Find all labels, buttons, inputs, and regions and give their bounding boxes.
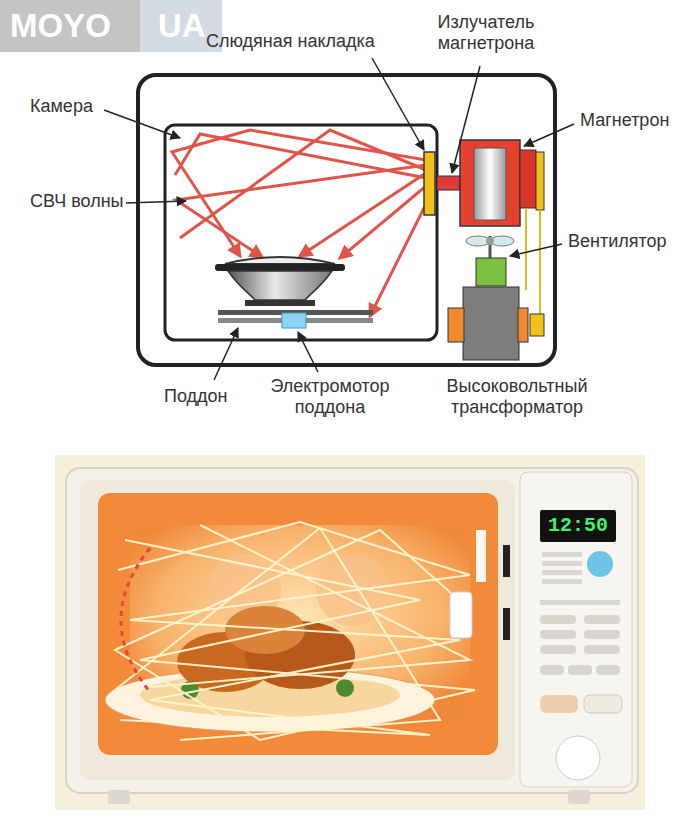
latch-slot (503, 545, 510, 577)
button-row (540, 600, 620, 605)
ray (176, 165, 426, 257)
microwave-schematic (138, 75, 555, 365)
dish-bowl (228, 271, 332, 300)
watermark-band (0, 0, 140, 52)
dish-base (245, 300, 315, 306)
wave-paths (115, 522, 475, 740)
tray (218, 310, 373, 328)
button-row (542, 570, 582, 575)
magnetron (460, 140, 544, 226)
dish-rim (215, 264, 345, 271)
tray-motor (282, 313, 306, 328)
ray (172, 130, 426, 256)
fan (466, 236, 514, 286)
leader-line (452, 66, 480, 173)
buttons (540, 552, 620, 675)
display-time: 12:50 (540, 510, 616, 542)
leader-lines (104, 58, 574, 380)
wave-path (115, 525, 470, 740)
transformer-coil (448, 308, 464, 342)
leader-line (372, 58, 424, 150)
part-name: Вентилятор (568, 231, 667, 252)
magnetron-core (474, 148, 506, 220)
door-hinge (450, 592, 472, 638)
part-name: Камера (30, 96, 93, 117)
part-name: Магнетрон (580, 110, 669, 131)
leader-line (214, 328, 238, 380)
leader-line (126, 201, 186, 203)
button (584, 645, 620, 654)
button (584, 695, 622, 713)
button-row (542, 579, 582, 584)
microwave-rays (172, 130, 428, 316)
oven-door (80, 480, 515, 780)
microwave-photo (55, 455, 645, 810)
button (540, 695, 578, 713)
magnetron-terminal (536, 152, 544, 210)
button (584, 630, 620, 639)
latch-slot (503, 608, 510, 640)
watermark (0, 0, 222, 52)
ray (175, 134, 426, 178)
transformer-coil (518, 308, 528, 342)
button (540, 630, 576, 639)
leader-line (104, 110, 180, 138)
magnetron-body (460, 140, 520, 226)
fan-hub (486, 237, 494, 245)
capacitor (530, 314, 544, 336)
part-name: Электромотор поддона (256, 376, 404, 417)
button (540, 665, 564, 675)
fan-motor (476, 258, 506, 286)
wire (525, 208, 527, 290)
dial (556, 736, 600, 780)
display (540, 510, 616, 542)
oven-foot (108, 790, 130, 804)
transformer (448, 287, 544, 360)
start-button (587, 551, 613, 577)
oven-body (66, 468, 638, 793)
greens (336, 679, 354, 697)
wires (526, 208, 540, 316)
control-panel (520, 472, 632, 787)
watermark: MOYO (10, 7, 111, 45)
button (540, 615, 576, 624)
transformer-core (463, 287, 519, 360)
leader-line (298, 332, 318, 372)
part-name: Слюдяная накладка (206, 31, 375, 52)
housing (138, 75, 555, 365)
chamber (165, 125, 437, 340)
photo-ground (55, 455, 645, 810)
door-glint (476, 530, 486, 582)
magnetron-antenna (437, 176, 460, 190)
oven-foot (568, 790, 590, 804)
ray (180, 130, 426, 238)
dish (215, 257, 345, 306)
door-window (98, 493, 498, 755)
mica-plate (424, 152, 435, 215)
magnetron-cap (520, 150, 536, 208)
part-name: Поддон (164, 386, 228, 407)
rotation-arc (121, 548, 150, 692)
wire (539, 210, 541, 316)
button-row (542, 561, 582, 566)
button (540, 645, 576, 654)
leader-line (524, 124, 574, 146)
part-name: Излучатель магнетрона (420, 12, 552, 53)
ray (340, 186, 426, 258)
button-row (542, 552, 582, 557)
button (584, 615, 620, 624)
dish-lid (225, 257, 335, 264)
part-name: СВЧ волны (30, 191, 124, 212)
ray (370, 200, 428, 316)
watermark: UA (158, 7, 206, 45)
button (596, 665, 620, 675)
button (568, 665, 592, 675)
part-name: Высоковольтный трансформатор (428, 376, 606, 417)
leader-line (510, 244, 562, 256)
